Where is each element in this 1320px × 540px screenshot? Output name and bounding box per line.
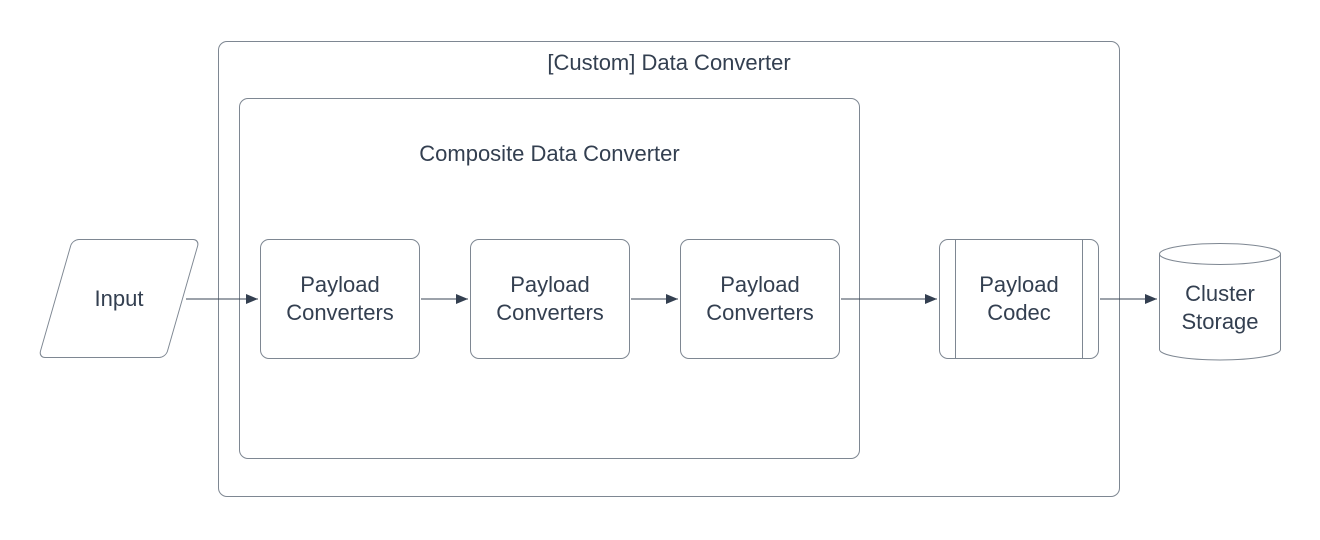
custom-data-converter-label: [Custom] Data Converter bbox=[547, 50, 791, 75]
payload-converters-label-3: Payload Converters bbox=[706, 272, 814, 325]
composite-data-converter-label: Composite Data Converter bbox=[419, 141, 680, 166]
payload-codec-node: Payload Codec bbox=[939, 239, 1099, 359]
payload-converters-node-2: Payload Converters bbox=[470, 239, 630, 359]
payload-converters-label-1: Payload Converters bbox=[286, 272, 394, 325]
cluster-storage-label: Cluster Storage bbox=[1181, 281, 1259, 334]
payload-converters-node-1: Payload Converters bbox=[260, 239, 420, 359]
input-node-label: Input bbox=[94, 285, 144, 311]
codec-right-bar bbox=[1082, 240, 1083, 358]
payload-codec-label: Payload Codec bbox=[979, 272, 1059, 325]
payload-converters-label-2: Payload Converters bbox=[496, 272, 604, 325]
codec-left-bar bbox=[955, 240, 956, 358]
payload-converters-node-3: Payload Converters bbox=[680, 239, 840, 359]
